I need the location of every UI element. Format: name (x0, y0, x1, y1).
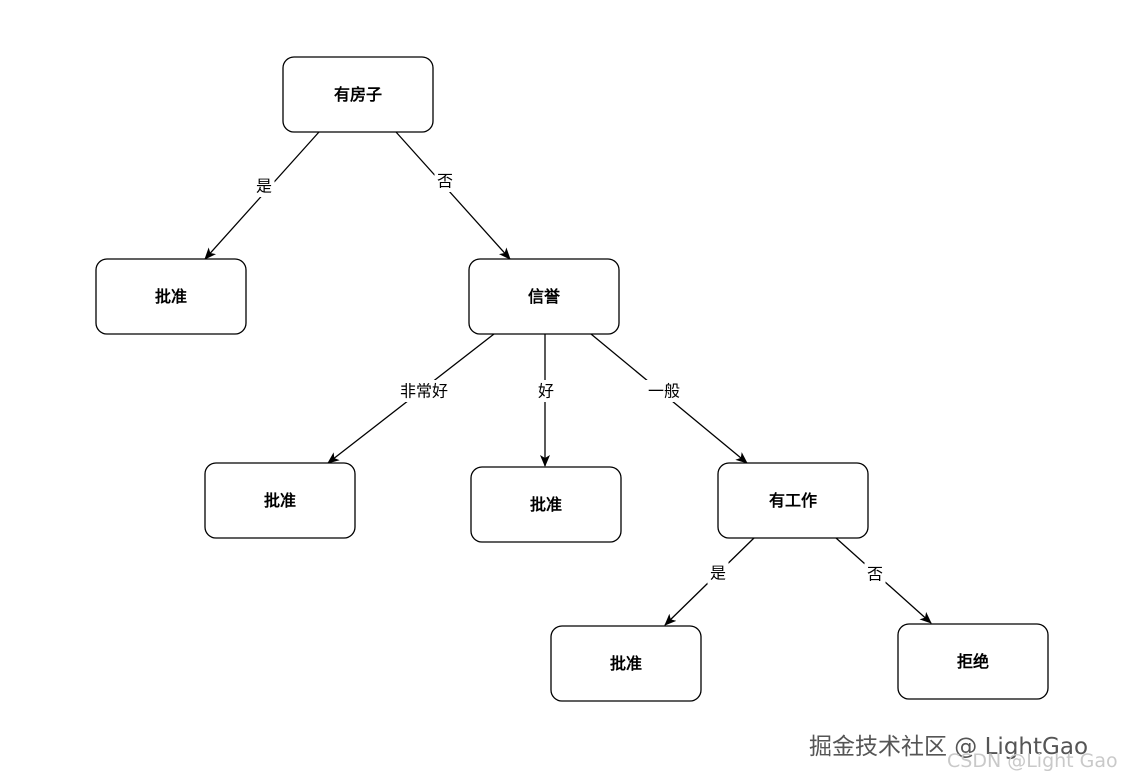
edge-label: 非常好 (400, 382, 448, 401)
node-label: 批准 (264, 491, 296, 510)
node-has-job: 有工作 (717, 462, 869, 539)
edge-has_job-to-approve_4: 是 (664, 537, 755, 626)
juejin-watermark: 掘金技术社区 @ LightGao (809, 734, 1089, 760)
node-approve-1: 批准 (95, 258, 247, 335)
edge-arrow (395, 131, 511, 260)
edge-has_house-to-credit: 否 (395, 131, 511, 260)
edge-label-background (434, 170, 456, 192)
edge-label: 是 (256, 177, 272, 196)
node-has-house: 有房子 (282, 56, 434, 133)
edges-layer: 是否非常好好一般是否 (204, 131, 932, 626)
edge-label-background (645, 380, 683, 402)
node-label: 批准 (155, 287, 187, 306)
edge-label-background (535, 380, 557, 402)
edge-credit-to-approve_3: 好 (535, 334, 557, 467)
edge-label: 否 (437, 172, 453, 191)
edge-credit-to-has_job: 一般 (590, 333, 748, 464)
node-box (470, 466, 622, 543)
edge-label-background (707, 562, 729, 584)
node-credit: 信誉 (468, 258, 620, 335)
node-box (282, 56, 434, 133)
edge-has_house-to-approve_1: 是 (204, 131, 320, 260)
node-label: 有工作 (769, 491, 817, 510)
node-box (468, 258, 620, 335)
edge-credit-to-approve_2: 非常好 (327, 333, 495, 464)
edge-label: 是 (710, 564, 726, 583)
node-approve-4: 批准 (550, 625, 702, 702)
node-label: 批准 (530, 495, 562, 514)
node-approve-3: 批准 (470, 466, 622, 543)
edge-label: 好 (538, 382, 554, 401)
node-box (550, 625, 702, 702)
node-label: 拒绝 (957, 652, 989, 671)
node-box (204, 462, 356, 539)
edge-label-background (253, 175, 275, 197)
node-box (95, 258, 247, 335)
node-box (897, 623, 1049, 700)
csdn-watermark: CSDN @Light Gao (947, 750, 1118, 772)
node-label: 批准 (610, 654, 642, 673)
edge-has_job-to-reject: 否 (835, 537, 932, 624)
node-reject: 拒绝 (897, 623, 1049, 700)
edge-label-background (864, 563, 886, 585)
node-label: 有房子 (334, 85, 382, 104)
node-approve-2: 批准 (204, 462, 356, 539)
edge-label: 否 (867, 565, 883, 584)
nodes-layer: 有房子批准信誉批准批准有工作批准拒绝 (95, 56, 1049, 702)
node-box (717, 462, 869, 539)
edge-label-background (396, 380, 452, 402)
node-label: 信誉 (528, 287, 561, 306)
edge-label: 一般 (648, 382, 680, 401)
